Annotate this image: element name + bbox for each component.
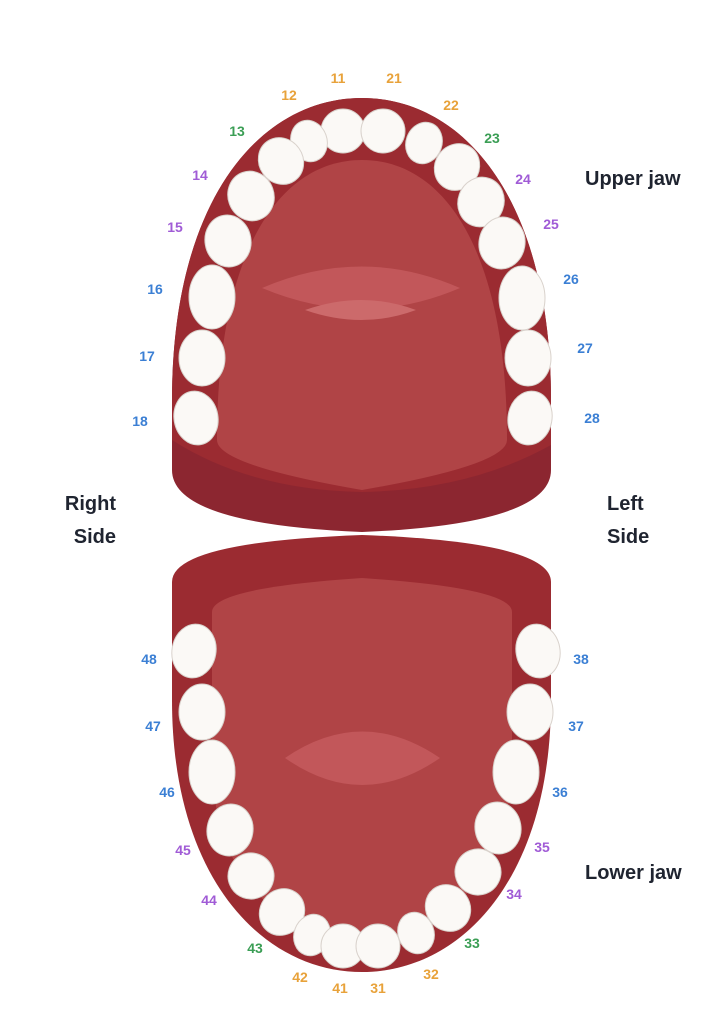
tooth-number-47: 47 bbox=[145, 718, 161, 734]
tooth-number-28: 28 bbox=[584, 410, 600, 426]
left-side-line1: Left bbox=[607, 493, 644, 515]
tooth-number-11: 11 bbox=[331, 70, 346, 86]
tooth-37[interactable] bbox=[506, 683, 554, 741]
tooth-number-15: 15 bbox=[167, 219, 183, 235]
tooth-36[interactable] bbox=[492, 739, 540, 805]
tongue-highlight bbox=[285, 731, 440, 785]
tooth-number-26: 26 bbox=[563, 271, 579, 287]
tooth-number-32: 32 bbox=[423, 966, 439, 982]
tooth-number-43: 43 bbox=[247, 940, 263, 956]
tooth-25[interactable] bbox=[475, 213, 529, 272]
tooth-15[interactable] bbox=[201, 211, 255, 270]
tooth-46[interactable] bbox=[188, 739, 236, 805]
tooth-numbers: 11 21 12 22 13 23 14 24 15 25 16 26 17 27 18 28 48 38 47 37… bbox=[132, 70, 600, 996]
tooth-number-25: 25 bbox=[543, 216, 559, 232]
tooth-number-38: 38 bbox=[573, 651, 589, 667]
tooth-number-24: 24 bbox=[515, 171, 531, 187]
tooth-number-36: 36 bbox=[552, 784, 568, 800]
tooth-number-37: 37 bbox=[568, 718, 584, 734]
tooth-34[interactable] bbox=[449, 843, 508, 902]
tooth-31[interactable] bbox=[355, 923, 401, 969]
tooth-number-27: 27 bbox=[577, 340, 593, 356]
tooth-number-34: 34 bbox=[506, 886, 522, 902]
tooth-number-12: 12 bbox=[281, 87, 297, 103]
teeth bbox=[168, 108, 565, 969]
tooth-45[interactable] bbox=[203, 800, 257, 859]
tooth-number-42: 42 bbox=[292, 969, 308, 985]
tooth-number-31: 31 bbox=[370, 980, 386, 996]
tooth-13[interactable] bbox=[249, 129, 313, 194]
tooth-number-48: 48 bbox=[141, 651, 157, 667]
left-side-line2: Side bbox=[607, 526, 650, 548]
tooth-number-41: 41 bbox=[332, 980, 348, 996]
tooth-27[interactable] bbox=[504, 329, 552, 387]
tooth-16[interactable] bbox=[188, 264, 236, 330]
left-side-label: Left Side bbox=[607, 488, 649, 554]
tooth-18[interactable] bbox=[170, 388, 223, 449]
lower-jaw-label: Lower jaw bbox=[585, 862, 682, 884]
tooth-number-45: 45 bbox=[175, 842, 191, 858]
palate-ridge-small bbox=[305, 300, 416, 320]
tooth-47[interactable] bbox=[178, 683, 226, 741]
tooth-number-23: 23 bbox=[484, 130, 500, 146]
tooth-35[interactable] bbox=[471, 798, 525, 857]
tooth-number-18: 18 bbox=[132, 413, 148, 429]
tooth-17[interactable] bbox=[178, 329, 226, 387]
tooth-24[interactable] bbox=[451, 171, 511, 234]
tooth-38[interactable] bbox=[512, 621, 565, 682]
tooth-number-33: 33 bbox=[464, 935, 480, 951]
tooth-number-46: 46 bbox=[159, 784, 175, 800]
tooth-48[interactable] bbox=[168, 621, 221, 682]
right-side-line2: Side bbox=[73, 526, 116, 548]
tooth-number-21: 21 bbox=[386, 70, 402, 86]
tooth-number-44: 44 bbox=[201, 892, 217, 908]
tooth-44[interactable] bbox=[222, 847, 281, 906]
tooth-number-16: 16 bbox=[147, 281, 163, 297]
tooth-number-14: 14 bbox=[192, 167, 208, 183]
tooth-28[interactable] bbox=[504, 388, 557, 449]
tooth-14[interactable] bbox=[221, 165, 281, 228]
upper-jaw-label: Upper jaw bbox=[585, 168, 681, 190]
tooth-number-35: 35 bbox=[534, 839, 550, 855]
tooth-number-17: 17 bbox=[139, 348, 155, 364]
palate-ridge bbox=[262, 266, 460, 309]
tooth-number-22: 22 bbox=[443, 97, 459, 113]
tooth-22[interactable] bbox=[400, 117, 448, 169]
tooth-number-13: 13 bbox=[229, 123, 245, 139]
palate bbox=[217, 160, 507, 490]
right-side-label: Right Side bbox=[62, 488, 116, 554]
tooth-21[interactable] bbox=[360, 108, 406, 154]
right-side-line1: Right bbox=[64, 493, 116, 515]
tooth-26[interactable] bbox=[498, 265, 546, 331]
